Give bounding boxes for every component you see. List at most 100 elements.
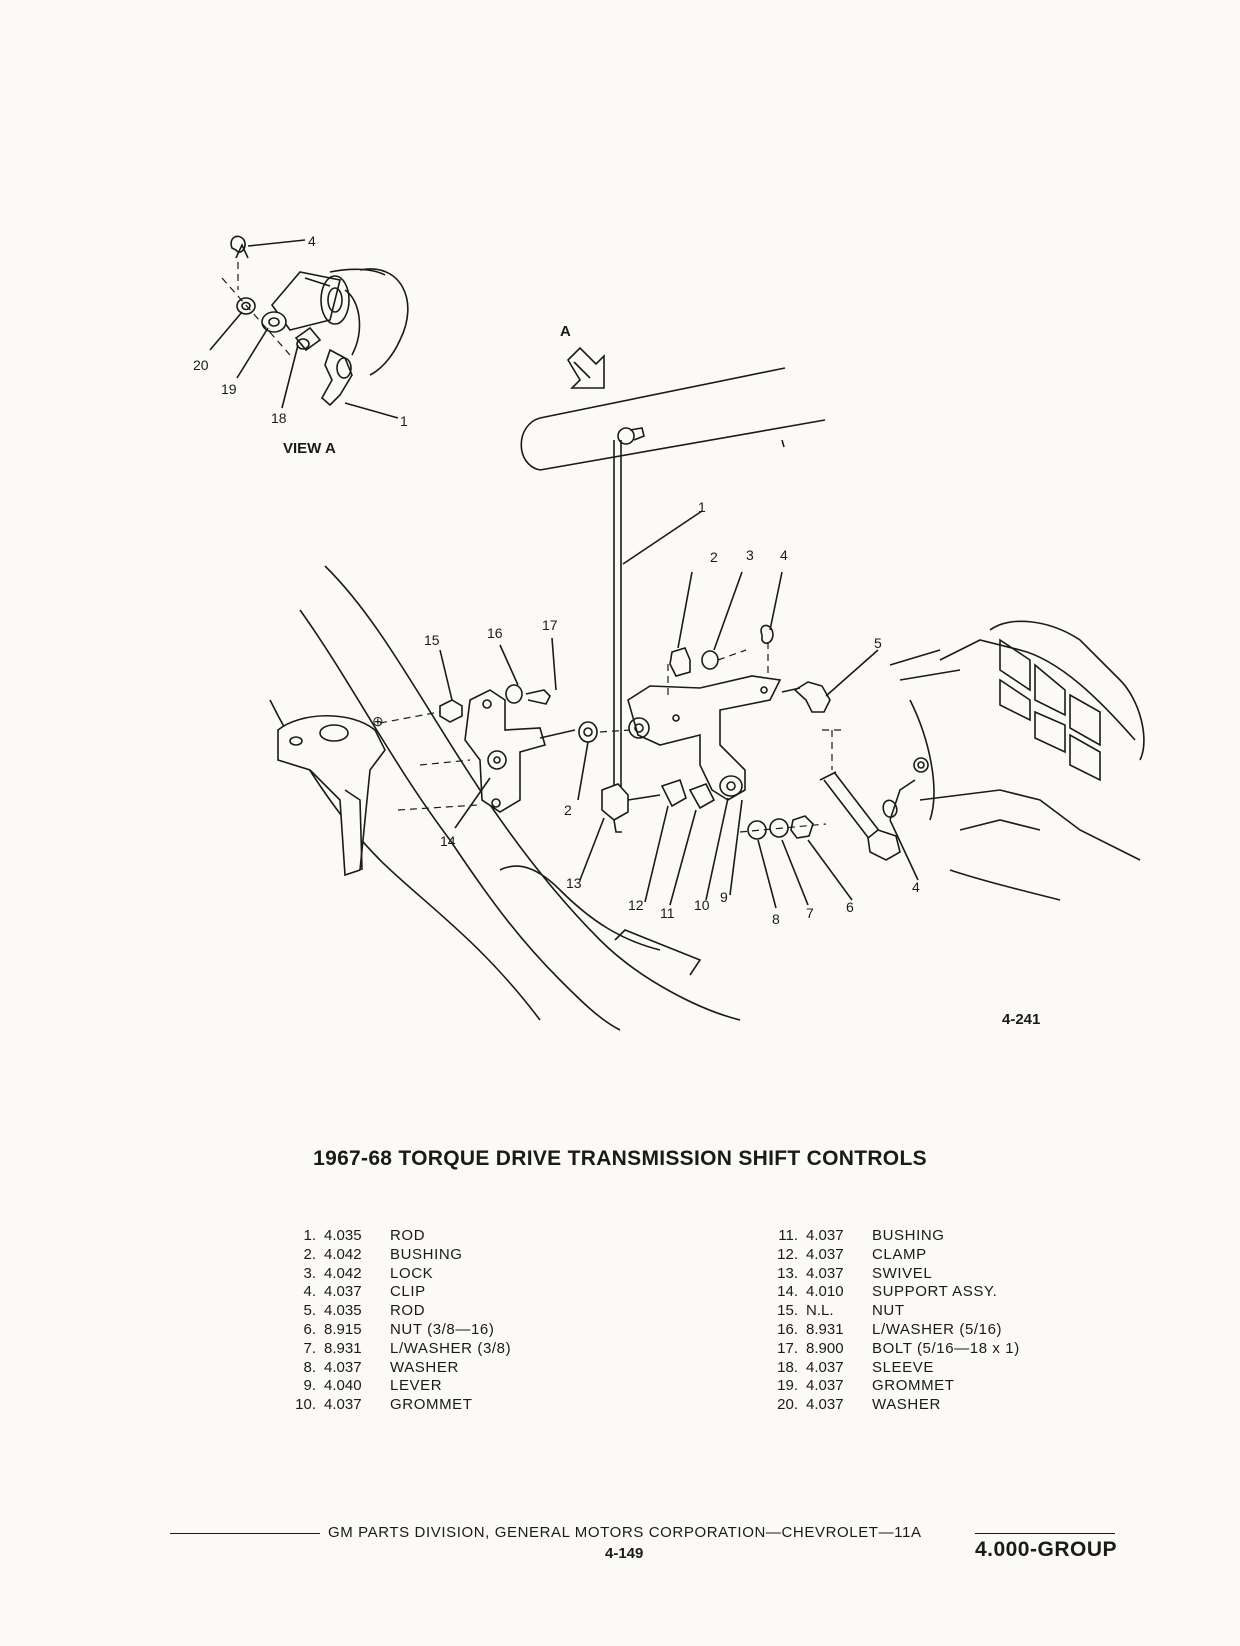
mounting-bracket: [277, 715, 386, 877]
part-number: 4.: [303, 1283, 316, 1301]
part-number: 19.: [777, 1377, 798, 1395]
hole-mark: ⊕: [372, 713, 384, 729]
part-number: 17.: [777, 1339, 798, 1357]
view-a-inset: 4 20 19 18 1 VIEW A: [193, 233, 409, 457]
part-group-code: 4.037: [324, 1396, 362, 1414]
parts-list-item: 1. 4.035 ROD: [288, 1227, 511, 1246]
part-number: 14.: [777, 1283, 798, 1301]
callout-1-view-a: 1: [400, 413, 408, 429]
part-group-code: 4.037: [806, 1227, 844, 1244]
part-group-code: 4.035: [324, 1227, 362, 1244]
part-group-code: 8.900: [806, 1339, 844, 1357]
part-name: BUSHING: [390, 1245, 463, 1263]
parts-list-item: 19. 4.037 GROMMET: [770, 1377, 1020, 1396]
callout-6: 6: [846, 899, 854, 915]
part-name: SLEEVE: [872, 1358, 934, 1376]
part-name: WASHER: [872, 1396, 941, 1414]
callout-9: 9: [720, 889, 728, 905]
part-number: 11.: [778, 1227, 798, 1244]
part-name: SUPPORT ASSY.: [872, 1283, 998, 1301]
callout-leaders: [439, 571, 919, 909]
part-group-code: 8.915: [324, 1320, 362, 1338]
support-assembly: ⊕: [372, 684, 631, 813]
part-name: LEVER: [390, 1377, 443, 1395]
part-group-code: 8.931: [324, 1339, 362, 1357]
parts-list-item: 6. 8.915 NUT (3/8—16): [288, 1321, 511, 1340]
callout-19: 19: [221, 381, 237, 397]
transmission: [819, 620, 1145, 901]
callout-15: 15: [424, 632, 440, 648]
callout-7: 7: [806, 905, 814, 921]
parts-list-item: 15.N.L.NUT: [770, 1302, 1020, 1321]
callout-2-lower: 2: [564, 802, 572, 818]
part-group-code: 4.037: [806, 1377, 844, 1395]
part-name: WASHER: [390, 1358, 459, 1376]
part-number: 10.: [295, 1396, 316, 1414]
part-name: GROMMET: [390, 1396, 473, 1414]
part-number: 3.: [303, 1264, 316, 1282]
part-name: ROD: [390, 1227, 426, 1244]
part-number: 12.: [777, 1245, 798, 1263]
part-group-code: 4.010: [806, 1283, 844, 1301]
figure-number: 4-241: [1002, 1011, 1040, 1028]
parts-list-item: 14. 4.010 SUPPORT ASSY.: [770, 1283, 1020, 1302]
part-name: BUSHING: [872, 1227, 945, 1244]
part-name: L/WASHER (5/16): [872, 1320, 1003, 1338]
part-name: L/WASHER (3/8): [390, 1339, 512, 1357]
part-name: CLAMP: [872, 1245, 927, 1263]
callout-3: 3: [746, 547, 754, 563]
part-number: 16.: [777, 1320, 798, 1338]
parts-list-item: 16. 8.931 L/WASHER (5/16): [770, 1321, 1020, 1340]
callout-12: 12: [628, 897, 644, 913]
page-title: 1967-68 TORQUE DRIVE TRANSMISSION SHIFT …: [313, 1147, 927, 1170]
view-direction-arrow: A: [560, 323, 605, 389]
part-number: 5.: [303, 1302, 316, 1320]
part-name: NUT (3/8—16): [390, 1320, 495, 1338]
page-number: 4-149: [605, 1545, 644, 1562]
callout-11: 11: [660, 905, 675, 921]
part-name: GROMMET: [872, 1377, 955, 1395]
part-name: BOLT (5/16—18 x 1): [872, 1339, 1020, 1357]
footer-rule-right: [975, 1533, 1115, 1534]
part-group-code: 4.035: [324, 1302, 362, 1320]
callout-16: 16: [487, 625, 503, 641]
footer-rule-left: [170, 1533, 320, 1534]
callout-8: 8: [772, 911, 780, 927]
lever-assembly: [601, 624, 831, 840]
part-group-code: 4.037: [806, 1264, 844, 1282]
parts-list-item: 12. 4.037 CLAMP: [770, 1246, 1020, 1265]
callout-14: 14: [440, 833, 456, 849]
view-a-label: VIEW A: [283, 440, 336, 457]
part-number: 9.: [303, 1377, 316, 1395]
part-group-code: 4.037: [324, 1283, 362, 1301]
footer-line: GM PARTS DIVISION, GENERAL MOTORS CORPOR…: [328, 1524, 922, 1541]
part-group-code: 8.931: [806, 1320, 844, 1338]
part-group-code: 4.037: [806, 1358, 844, 1376]
part-number: 15.: [777, 1302, 798, 1320]
exploded-view-diagram: 4 20 19 18 1 VIEW A A 1: [193, 233, 1145, 1031]
shift-rod: 1: [613, 440, 706, 792]
parts-list-item: 17. 8.900 BOLT (5/16—18 x 1): [770, 1340, 1020, 1359]
part-number: 20.: [777, 1396, 798, 1414]
part-group-code: 4.037: [806, 1245, 844, 1263]
part-group-code: N.L.: [806, 1302, 834, 1320]
part-name: CLIP: [390, 1283, 426, 1301]
part-number: 6.: [303, 1320, 316, 1338]
part-number: 7.: [303, 1339, 316, 1357]
callout-4-lower: 4: [912, 879, 920, 895]
callout-20: 20: [193, 357, 209, 373]
body-panel-lines: [269, 565, 741, 1031]
callout-2-upper: 2: [710, 549, 718, 565]
parts-list-item: 10. 4.037 GROMMET: [288, 1396, 511, 1415]
parts-list-item: 11. 4.037 BUSHING: [770, 1227, 1020, 1246]
callout-18: 18: [271, 410, 287, 426]
part-number: 1.: [303, 1227, 316, 1244]
part-number: 2.: [303, 1245, 316, 1263]
